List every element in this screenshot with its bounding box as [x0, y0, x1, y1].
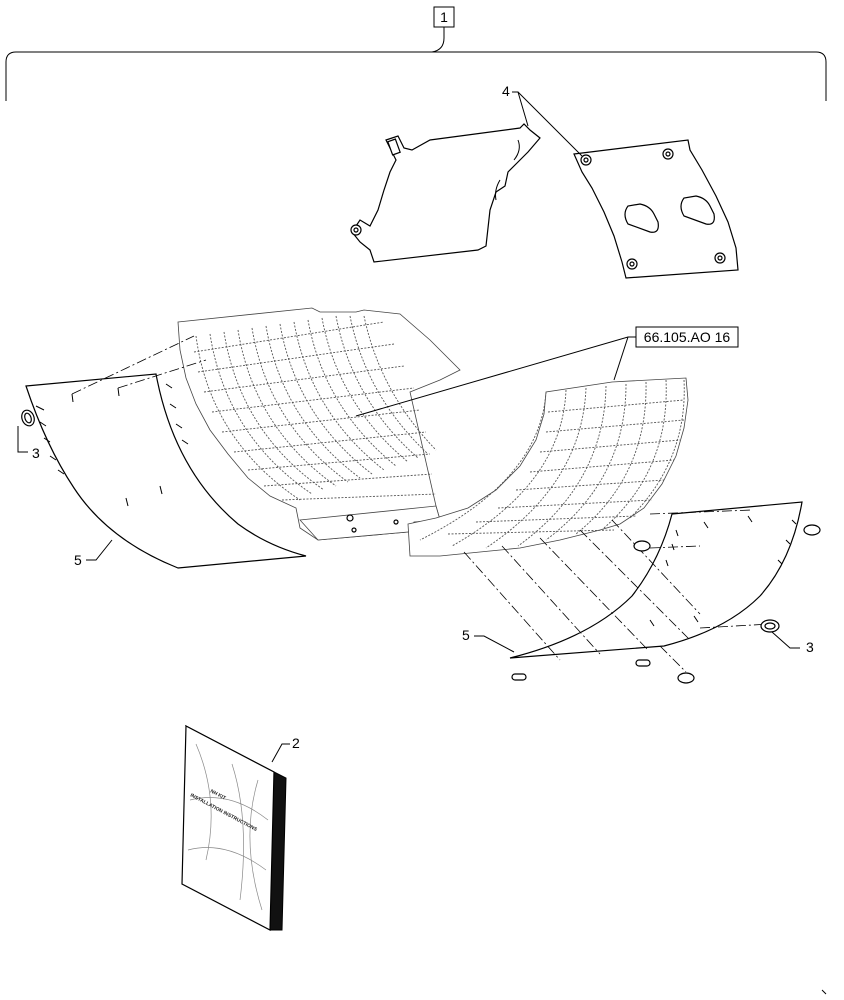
cover-plate-assembly: 4	[350, 83, 739, 279]
concave-grate-right	[407, 377, 689, 557]
panel-right-callout: 5	[462, 627, 470, 643]
instruction-manual: NH KIT INSTALLATION INSTRUCTIONS 2	[181, 724, 300, 931]
clip-left: 3	[17, 409, 40, 461]
manual-cover	[181, 725, 275, 931]
cover-plate-right	[573, 139, 739, 279]
corner-mark	[821, 989, 827, 995]
panel-left-callout: 5	[74, 552, 82, 568]
concave-grate-left	[177, 307, 461, 541]
panel-right: 5	[462, 501, 821, 684]
kit-bracket: 1	[5, 6, 827, 101]
panel-left: 5	[25, 335, 307, 569]
reference-callout: 66.105.AO 16	[355, 326, 739, 417]
manual-callout: 2	[292, 735, 300, 751]
clip-left-callout: 3	[32, 445, 40, 461]
clip-right-callout: 3	[806, 639, 814, 655]
clip-right: 3	[760, 619, 814, 655]
cover-plate-left	[351, 123, 541, 263]
kit-callout-number: 1	[440, 9, 448, 25]
cover-plate-callout: 4	[502, 83, 510, 99]
reference-label: 66.105.AO 16	[644, 329, 731, 345]
